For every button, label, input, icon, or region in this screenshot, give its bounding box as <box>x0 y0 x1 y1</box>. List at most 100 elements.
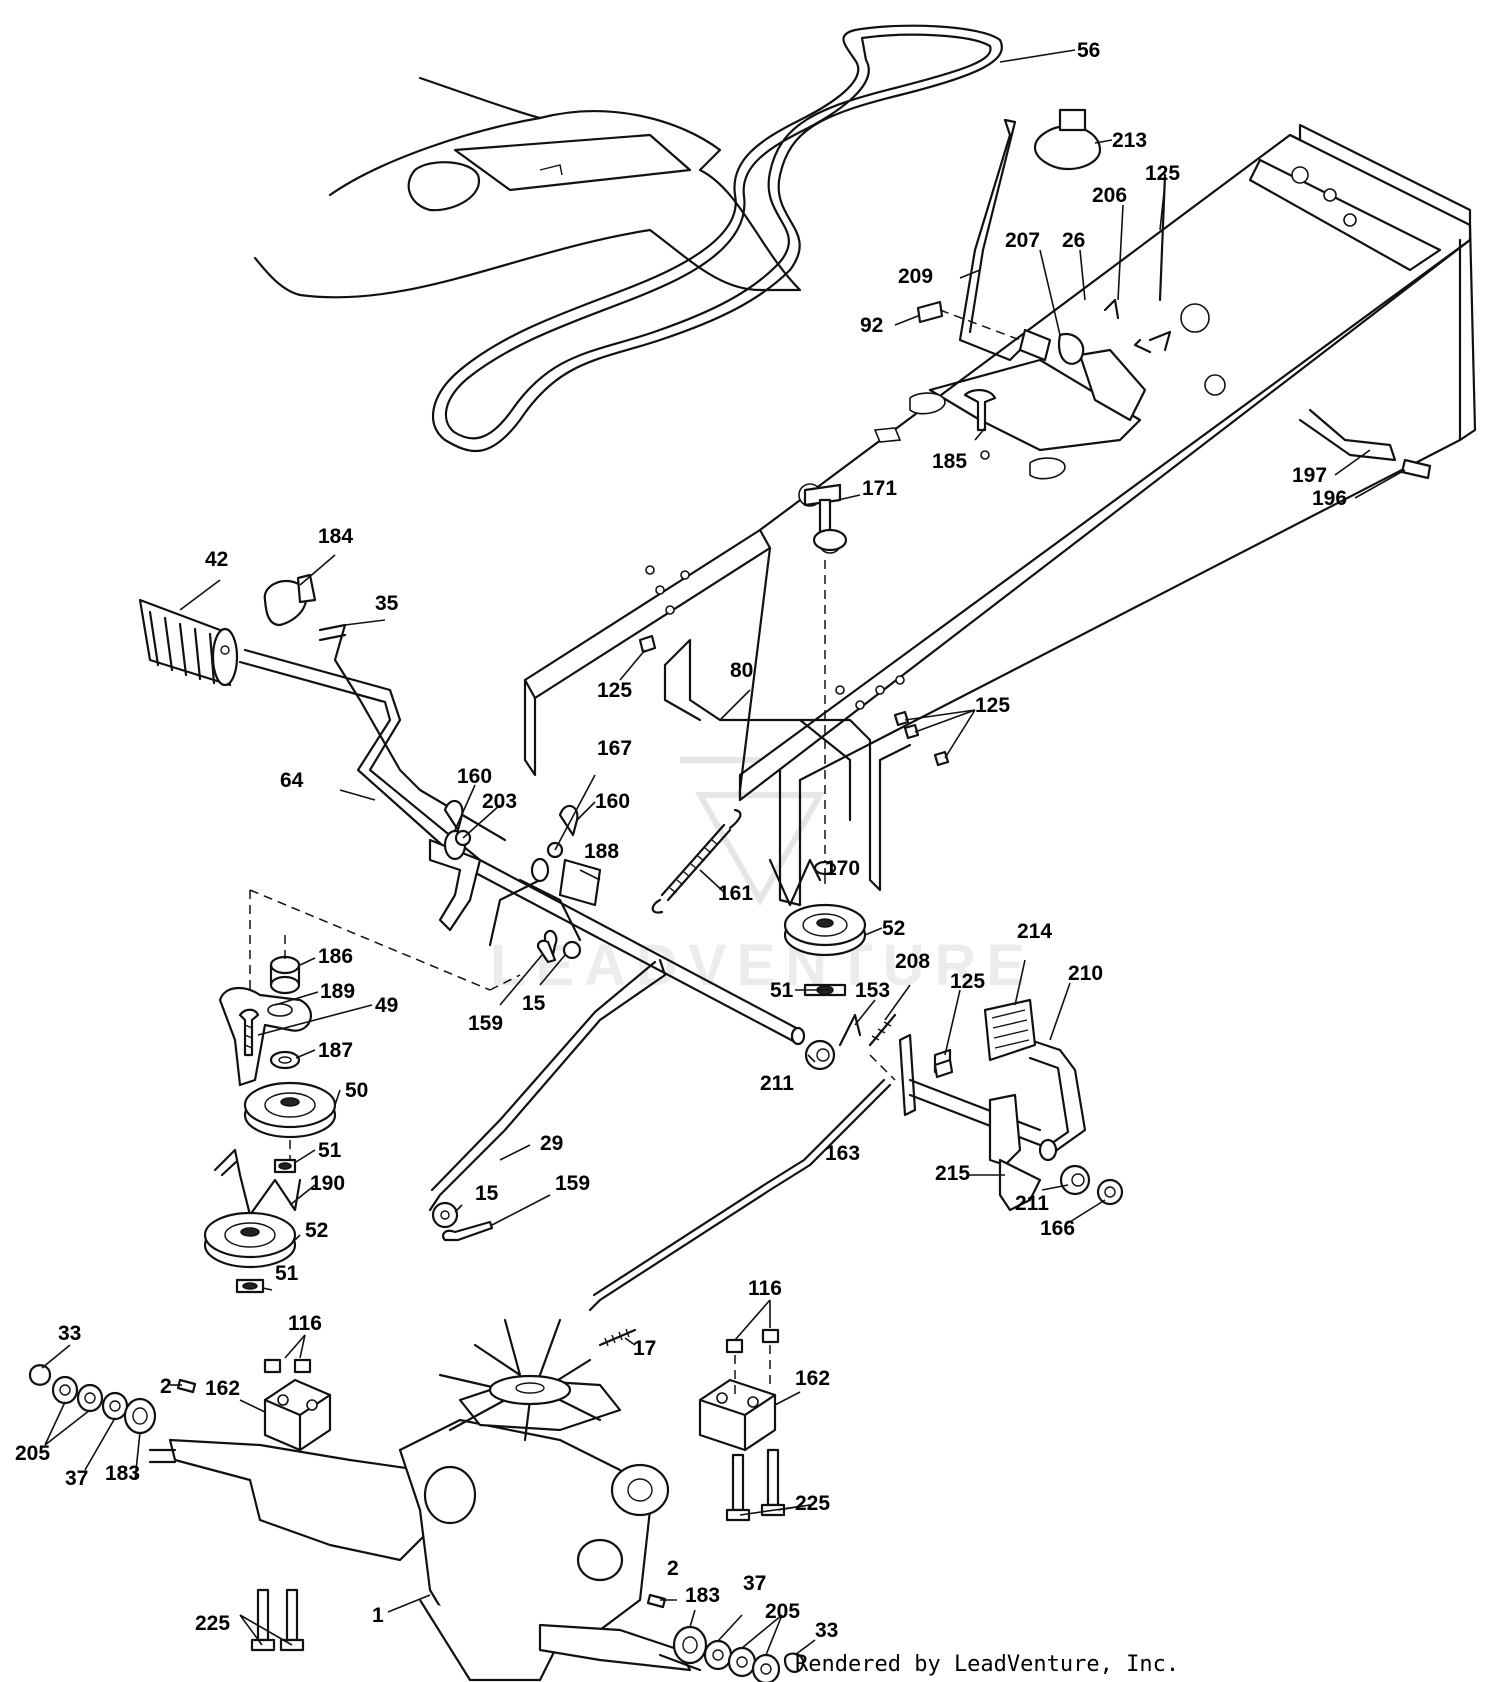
callout-206: 206 <box>1092 184 1127 207</box>
washer-15-lower <box>431 1201 459 1229</box>
pedal-214 <box>983 998 1037 1062</box>
callout-162-right: 162 <box>795 1367 830 1390</box>
callout-116-right: 116 <box>748 1277 782 1300</box>
grip-42 <box>138 598 239 687</box>
bolt-92 <box>916 300 1021 341</box>
callout-125-frame: 125 <box>597 679 632 702</box>
callout-15-upper: 15 <box>522 992 546 1015</box>
callout-153: 153 <box>855 979 890 1002</box>
transaxle-1 <box>148 1318 702 1682</box>
callout-52-upper: 52 <box>882 917 905 940</box>
callout-185: 185 <box>932 450 967 473</box>
callout-35: 35 <box>375 592 399 615</box>
callout-214: 214 <box>1017 920 1052 943</box>
callout-159-lower: 159 <box>555 1172 590 1195</box>
callout-189: 189 <box>320 980 355 1003</box>
callout-213: 213 <box>1112 129 1147 152</box>
callout-51-upper: 51 <box>770 979 794 1002</box>
brake-arm-assembly <box>428 799 602 962</box>
watermark-text: LEADVENTURE <box>490 933 1035 998</box>
callout-37-right: 37 <box>743 1572 766 1595</box>
callout-208: 208 <box>895 950 930 973</box>
pedal-215 <box>988 1093 1042 1212</box>
bolts-225-left <box>250 1588 305 1652</box>
pulley-52-upper <box>783 903 867 997</box>
callout-163: 163 <box>825 1142 860 1165</box>
callout-188: 188 <box>584 840 619 863</box>
washer-187 <box>269 1050 301 1070</box>
callout-210: 210 <box>1068 962 1103 985</box>
callout-33-left: 33 <box>58 1322 81 1345</box>
callout-167: 167 <box>597 737 632 760</box>
bolt-125-frame <box>638 634 657 654</box>
rod-29 <box>428 958 667 1212</box>
lift-lever-209 <box>958 118 1027 362</box>
callout-211-upper: 211 <box>760 1072 794 1095</box>
callout-207: 207 <box>1005 229 1040 252</box>
callout-184: 184 <box>318 525 353 548</box>
callout-26: 26 <box>1062 229 1085 252</box>
spring-17 <box>598 1328 637 1347</box>
callout-170: 170 <box>825 857 860 880</box>
mount-block-162-left <box>263 1378 332 1452</box>
callout-125-bracket: 125 <box>975 694 1010 717</box>
callout-183-right: 183 <box>685 1584 720 1607</box>
callout-80: 80 <box>730 659 753 682</box>
bolts-225-right <box>725 1448 786 1522</box>
leader-lines <box>41 49 1406 1656</box>
bracket-80 <box>663 638 912 892</box>
washer-166 <box>1096 1178 1124 1206</box>
watermark-logo: LEADVENTURE <box>490 757 1035 998</box>
callout-183-left: 183 <box>105 1462 140 1485</box>
bushing-186 <box>269 935 301 995</box>
callout-2-right: 2 <box>667 1557 679 1580</box>
bolts-125-bracket <box>893 710 950 767</box>
callout-17: 17 <box>633 1337 656 1360</box>
callout-116-left: 116 <box>288 1312 322 1335</box>
knob-184 <box>263 573 317 627</box>
callout-51-mid: 51 <box>318 1139 342 1162</box>
spacer-211-lower <box>1059 1164 1091 1196</box>
spacer-211-upper <box>804 1039 836 1071</box>
callout-51-lower: 51 <box>275 1262 299 1285</box>
callout-160-b: 160 <box>595 790 630 813</box>
rod-163 <box>588 1054 896 1312</box>
nuts-116-right <box>725 1328 780 1395</box>
lift-plate-assembly <box>1018 173 1172 422</box>
axle-hardware-right <box>646 1593 805 1682</box>
callout-196: 196 <box>1312 487 1347 510</box>
idler-bracket-189 <box>218 987 312 1087</box>
cotter-pin-159-lower <box>441 1220 494 1242</box>
spring-208 <box>868 1013 897 1047</box>
assembly-outline-dashed <box>249 889 521 1010</box>
callout-56: 56 <box>1077 39 1100 62</box>
callout-160-a: 160 <box>457 765 492 788</box>
bolt-185 <box>963 389 997 460</box>
pulley-52-lower <box>203 1211 297 1294</box>
callout-205-right: 205 <box>765 1600 800 1623</box>
callout-33-right: 33 <box>815 1619 838 1642</box>
callout-161: 161 <box>718 882 753 905</box>
callout-215: 215 <box>935 1162 970 1185</box>
callout-92: 92 <box>860 314 883 337</box>
callout-171: 171 <box>862 477 897 500</box>
callout-203: 203 <box>482 790 517 813</box>
callout-125-top: 125 <box>1145 162 1180 185</box>
callout-186: 186 <box>318 945 353 968</box>
pulley-50 <box>243 1081 337 1160</box>
callout-211-lower: 211 <box>1015 1192 1049 1215</box>
hood-panel-drawing <box>253 76 802 299</box>
callout-190: 190 <box>310 1172 345 1195</box>
knob-213 <box>1033 108 1102 170</box>
callout-2-left: 2 <box>160 1375 172 1398</box>
mount-block-162-right <box>698 1378 777 1452</box>
idler-arm-170 <box>768 858 837 907</box>
frame-chassis <box>523 123 1477 907</box>
callout-labels: 56 213 125 206 207 26 209 92 185 197 196… <box>15 39 1347 1642</box>
callout-225-right: 225 <box>795 1492 830 1515</box>
rod-35 <box>318 623 507 842</box>
drive-belt-56 <box>431 24 1003 453</box>
nut-51-mid <box>273 1158 297 1174</box>
spring-153 <box>838 1013 862 1047</box>
